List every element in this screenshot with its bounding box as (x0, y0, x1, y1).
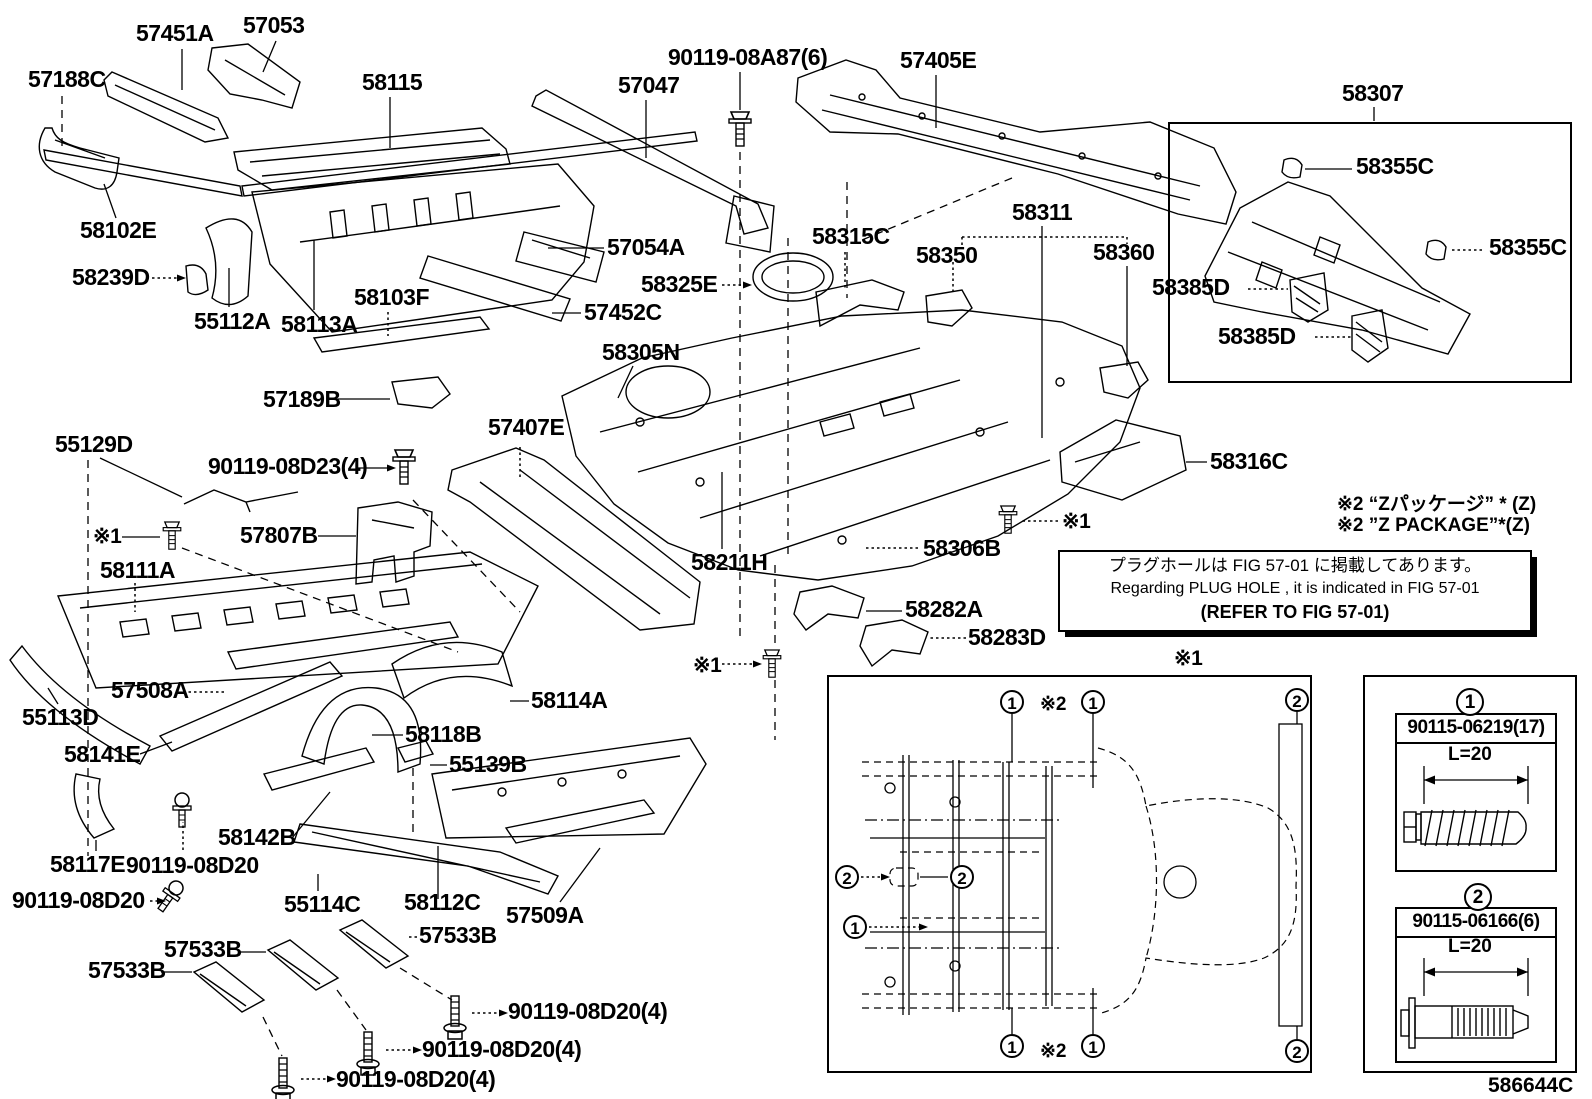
label-58355C-b: 58355C (1489, 234, 1567, 260)
plug-hole-note-box: プラグホールは FIG 57-01 に掲載してあります。 Regarding P… (1058, 550, 1532, 632)
label-58111A: 58111A (100, 557, 176, 583)
label-58316C: 58316C (1210, 448, 1288, 474)
label-58117E: 58117E (50, 851, 126, 877)
label-90119-08D20-4-a: 90119-08D20(4) (508, 998, 668, 1024)
label-58355C-a: 58355C (1356, 153, 1434, 179)
label-55113D: 55113D (22, 704, 99, 730)
label-55114C: 55114C (284, 891, 361, 917)
label-57047: 57047 (618, 72, 680, 98)
plan-callout-1: 1 (1081, 690, 1105, 714)
label-58350: 58350 (916, 242, 978, 268)
label-90119-08D20-b: 90119-08D20 (12, 887, 145, 913)
label-57053: 57053 (243, 12, 305, 38)
label-57188C: 57188C (28, 66, 106, 92)
arrowheads (157, 274, 928, 1083)
plan-callout-2: 2 (835, 865, 859, 889)
label-58311: 58311 (1012, 199, 1073, 225)
plan-callout-1: 1 (1000, 690, 1024, 714)
z-package-note-en: ※2 ”Z PACKAGE”*(Z) (1337, 515, 1530, 536)
label-58115: 58115 (362, 69, 423, 95)
ref1-marker: ※1 (693, 654, 722, 677)
fastener-inset-box (1363, 675, 1577, 1073)
label-58141E: 58141E (64, 741, 141, 767)
fastener-inset-art (1400, 766, 1529, 1049)
label-57407E: 57407E (488, 414, 565, 440)
label-58360: 58360 (1093, 239, 1155, 265)
label-57405E: 57405E (900, 47, 977, 73)
fastener1-length: L=20 (1448, 744, 1492, 765)
label-55129D: 55129D (55, 431, 133, 457)
label-57508A: 57508A (111, 677, 189, 703)
label-57533B-b: 57533B (164, 936, 242, 962)
label-58307: 58307 (1342, 80, 1404, 106)
label-57451A: 57451A (136, 20, 214, 46)
fastener2-part-number: 90115-06166(6) (1395, 907, 1557, 938)
plug-note-en: Regarding PLUG HOLE , it is indicated in… (1110, 579, 1480, 597)
ref1-marker: ※1 (1062, 510, 1091, 533)
label-58113A: 58113A (281, 311, 358, 337)
fastener1-part-number: 90115-06219(17) (1395, 713, 1557, 744)
label-58112C: 58112C (404, 889, 481, 915)
plan-view-box (827, 675, 1312, 1073)
label-58306B: 58306B (923, 535, 1001, 561)
plan-callout-2: 2 (950, 865, 974, 889)
plan-callout-2: 2 (1285, 688, 1309, 712)
label-58283D: 58283D (968, 624, 1046, 650)
label-90119-08D23: 90119-08D23(4) (208, 453, 368, 479)
plan-ref2-marker: ※2 (1040, 1041, 1067, 1062)
label-58114A: 58114A (531, 687, 608, 713)
label-58142B: 58142B (218, 824, 296, 850)
label-57509A: 57509A (506, 902, 584, 928)
callout-2-badge: 2 (1464, 883, 1492, 911)
label-57189B: 57189B (263, 386, 341, 412)
label-58102E: 58102E (80, 217, 157, 243)
figure-code: 586644C (1488, 1074, 1574, 1097)
label-90119-08D20-4-c: 90119-08D20(4) (336, 1066, 496, 1092)
ref1-marker: ※1 (1174, 647, 1203, 670)
label-58239D: 58239D (72, 264, 150, 290)
callout-1-badge: 1 (1456, 688, 1484, 716)
rear-panel-group-box (1168, 122, 1572, 383)
label-58103F: 58103F (354, 284, 430, 310)
z-package-note-jp: ※2 “Zパッケージ” * (Z) (1337, 494, 1537, 515)
plug-note-jp: プラグホールは FIG 57-01 に掲載してあります。 (1108, 556, 1482, 575)
label-58385D-b: 58385D (1218, 323, 1296, 349)
label-58385D-a: 58385D (1152, 274, 1230, 300)
label-58315C: 58315C (812, 223, 890, 249)
label-55139B: 55139B (449, 751, 527, 777)
plan-callout-1: 1 (843, 915, 867, 939)
label-58325E: 58325E (641, 271, 718, 297)
label-90119-08D20-4-b: 90119-08D20(4) (422, 1036, 582, 1062)
ref1-marker: ※1 (93, 525, 122, 548)
label-55112A: 55112A (194, 308, 271, 334)
label-90119-08D20-a: 90119-08D20 (126, 852, 259, 878)
label-58282A: 58282A (905, 596, 983, 622)
plug-note-refer: (REFER TO FIG 57-01) (1200, 601, 1390, 622)
plan-callout-1: 1 (1000, 1034, 1024, 1058)
label-57452C: 57452C (584, 299, 662, 325)
fastener2-length: L=20 (1448, 936, 1492, 957)
part-artwork (9, 43, 1471, 1013)
label-58118B: 58118B (405, 721, 482, 747)
plan-view-art (862, 723, 1303, 1027)
label-90119-08A87: 90119-08A87(6) (668, 44, 828, 70)
construction-lines (61, 96, 1013, 1057)
plan-ref2-marker: ※2 (1040, 694, 1067, 715)
label-57533B-a: 57533B (419, 922, 497, 948)
plan-callout-2: 2 (1285, 1039, 1309, 1063)
plan-callout-1: 1 (1081, 1034, 1105, 1058)
label-57054A: 57054A (607, 234, 685, 260)
label-58305N: 58305N (602, 339, 680, 365)
label-57533B-c: 57533B (88, 957, 166, 983)
label-57807B: 57807B (240, 522, 318, 548)
label-58211H: 58211H (691, 549, 768, 575)
